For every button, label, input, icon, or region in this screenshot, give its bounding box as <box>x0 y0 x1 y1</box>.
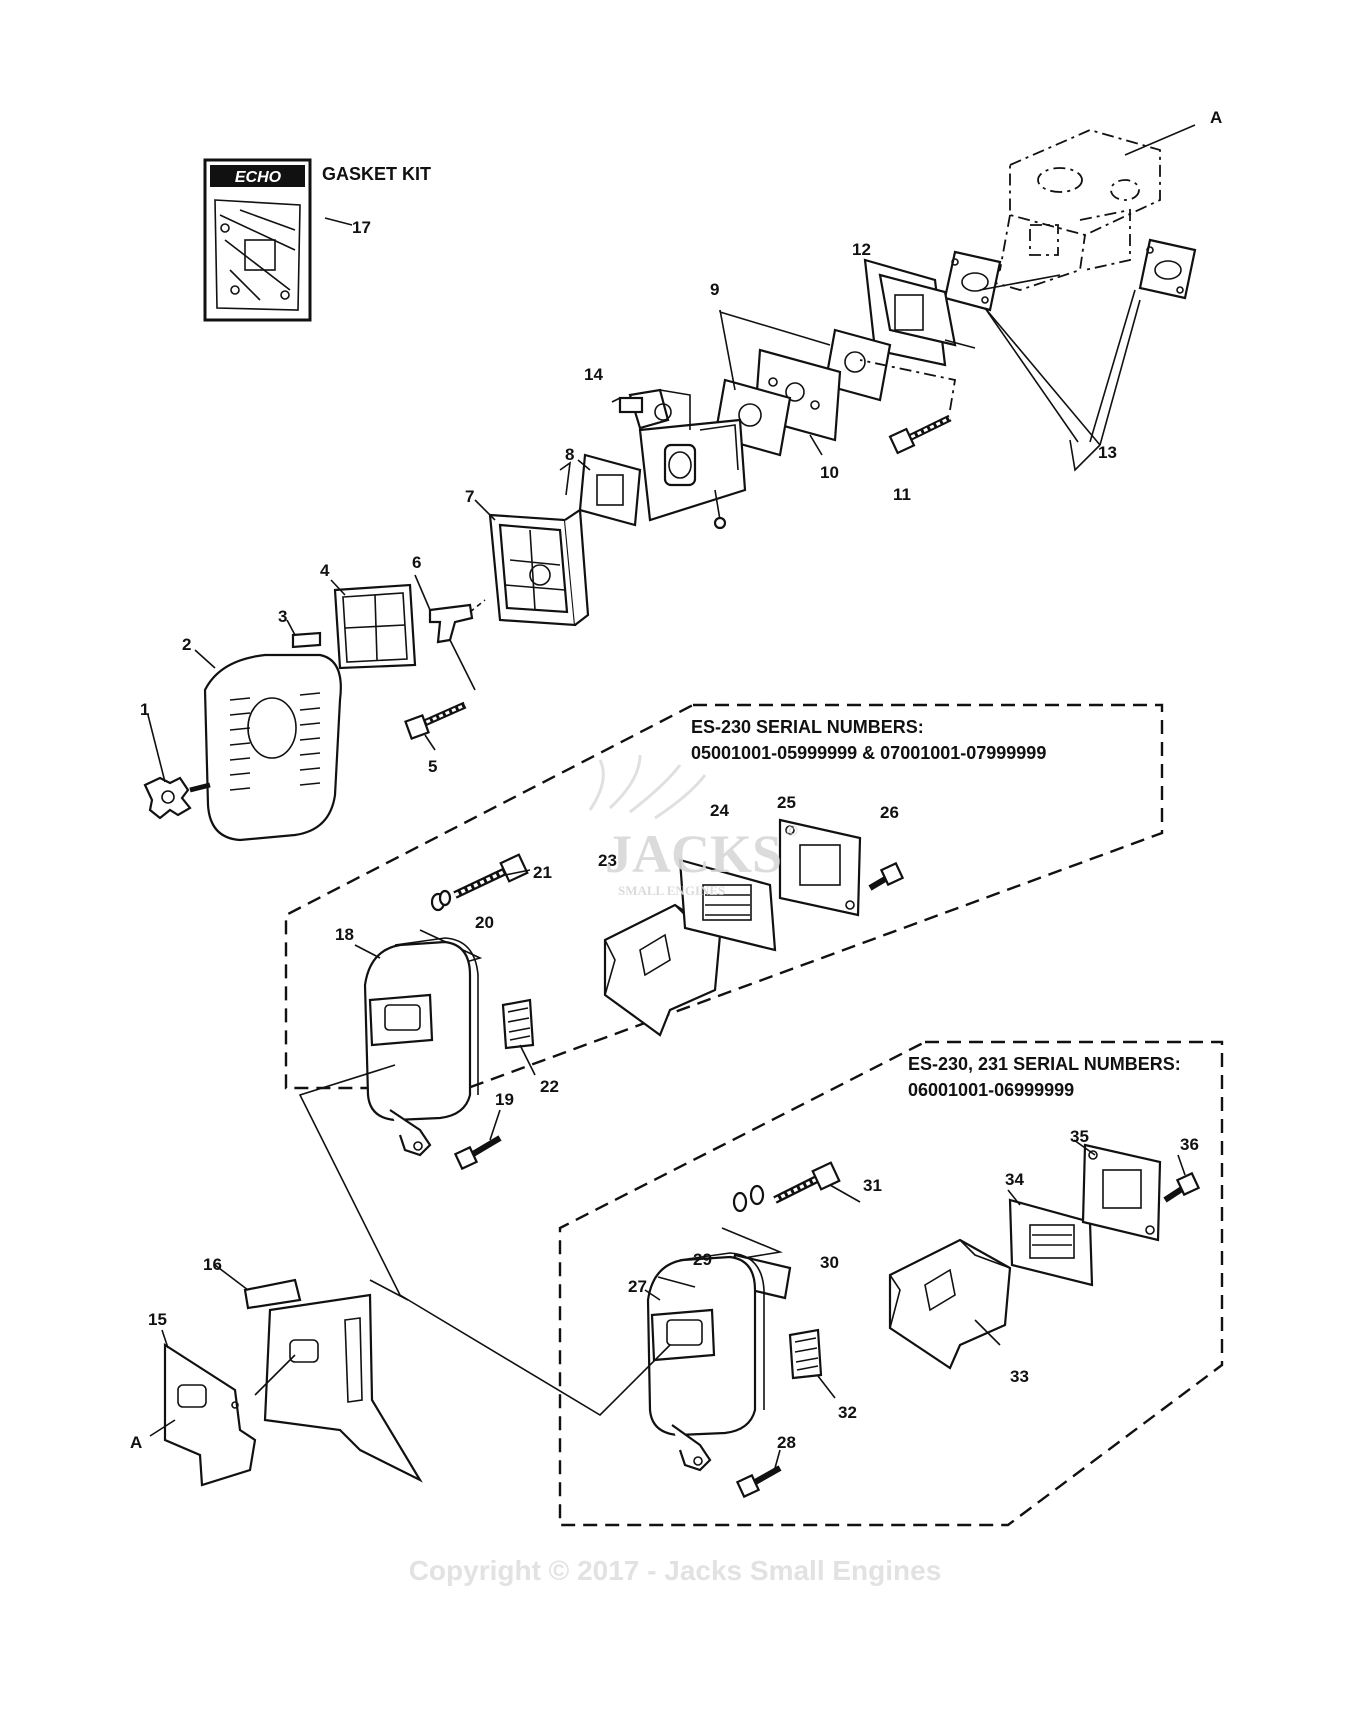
watermark-logo-text: JACKS <box>605 824 782 884</box>
callout-21: 21 <box>533 863 552 882</box>
callout-24: 24 <box>710 801 729 820</box>
es230-header-line1: ES-230 SERIAL NUMBERS: <box>691 717 924 737</box>
watermark-logo-subtext: SMALL ENGINES <box>618 883 725 898</box>
bolt-31 <box>773 1161 841 1204</box>
callout-a-bottom: A <box>130 1433 142 1452</box>
exhaust-gasket-24 <box>678 858 777 952</box>
callout-35: 35 <box>1070 1127 1089 1146</box>
callout-22: 22 <box>540 1077 559 1096</box>
callout-6: 6 <box>412 553 421 572</box>
callout-29: 29 <box>693 1250 712 1269</box>
es231-group-outline <box>558 1040 1224 1527</box>
retainer-6 <box>428 599 486 691</box>
jacks-watermark-logo: JACKS SMALL ENGINES © <box>588 754 798 898</box>
callout-14: 14 <box>584 365 603 384</box>
cylinder-gasket-13-right <box>1138 238 1197 300</box>
callout-15: 15 <box>148 1310 167 1329</box>
callout-10: 10 <box>820 463 839 482</box>
bolt-21 <box>453 853 529 899</box>
callout-25: 25 <box>777 793 796 812</box>
gasket-kit-title: GASKET KIT <box>322 164 431 184</box>
air-cleaner-base-7 <box>488 508 590 627</box>
es231-header-line2: 06001001-06999999 <box>908 1080 1074 1100</box>
carb-gasket-9-upper <box>823 328 892 402</box>
callout-32: 32 <box>838 1403 857 1422</box>
callout-31: 31 <box>863 1176 882 1195</box>
callout-16: 16 <box>203 1255 222 1274</box>
callout-26: 26 <box>880 803 899 822</box>
callout-a-top: A <box>1210 108 1222 127</box>
muffler-18 <box>363 937 479 1157</box>
callout-36: 36 <box>1180 1135 1199 1154</box>
echo-logo: ECHO <box>235 169 282 186</box>
carburetor-14 <box>618 388 747 530</box>
callout-18: 18 <box>335 925 354 944</box>
heat-shield-23 <box>603 903 722 1037</box>
callout-33: 33 <box>1010 1367 1029 1386</box>
bolt-5 <box>404 701 467 740</box>
callout-labels: A 17 12 9 14 13 8 10 11 7 6 4 3 2 1 5 ES… <box>130 108 1222 1452</box>
insulator-12 <box>863 258 976 367</box>
bolt-11 <box>859 359 957 455</box>
callout-19: 19 <box>495 1090 514 1109</box>
callout-1: 1 <box>140 700 149 719</box>
callout-12: 12 <box>852 240 871 259</box>
spark-screen-22 <box>501 998 535 1050</box>
callout-2: 2 <box>182 635 191 654</box>
bolt-26 <box>868 861 905 891</box>
muffler-27 <box>646 1252 765 1472</box>
svg-text:©: © <box>786 823 798 840</box>
es230-group-outline <box>284 703 1164 1090</box>
air-cleaner-gasket-8 <box>559 453 642 527</box>
callout-13: 13 <box>1098 443 1117 462</box>
bolt-19 <box>453 1135 502 1171</box>
callout-4: 4 <box>320 561 330 580</box>
air-filter-element-4 <box>333 583 417 670</box>
shield-plate-16 <box>243 1278 423 1483</box>
washers-30 <box>719 1184 783 1263</box>
exhaust-gasket-34 <box>1008 1198 1094 1287</box>
spark-screen-32 <box>788 1328 823 1380</box>
callout-11: 11 <box>893 485 911 504</box>
label-3 <box>291 631 322 649</box>
callout-28: 28 <box>777 1433 796 1452</box>
callout-30: 30 <box>820 1253 839 1272</box>
bolt-28 <box>735 1465 782 1499</box>
callout-5: 5 <box>428 757 437 776</box>
leader-lines <box>147 124 1196 1469</box>
callout-9: 9 <box>710 280 719 299</box>
es231-header-line1: ES-230, 231 SERIAL NUMBERS: <box>908 1054 1181 1074</box>
exhaust-gasket-35 <box>1081 1143 1162 1242</box>
callout-17: 17 <box>352 218 371 237</box>
callout-34: 34 <box>1005 1170 1024 1189</box>
callout-7: 7 <box>465 487 474 506</box>
gasket-kit-17: ECHO <box>203 158 312 322</box>
callout-20: 20 <box>475 913 494 932</box>
air-cleaner-cover-2 <box>203 653 342 842</box>
exhaust-gasket-25 <box>778 818 862 917</box>
heat-shield-33 <box>888 1238 1012 1370</box>
es230-header-line2: 05001001-05999999 & 07001001-07999999 <box>691 743 1046 763</box>
callout-3: 3 <box>278 607 287 626</box>
callout-27: 27 <box>628 1277 647 1296</box>
copyright-watermark: Copyright © 2017 - Jacks Small Engines <box>409 1555 942 1586</box>
callout-8: 8 <box>565 445 574 464</box>
exhaust-plate-15 <box>163 1342 257 1487</box>
bolt-36 <box>1163 1171 1201 1203</box>
cylinder-gasket-13-left <box>943 250 1002 312</box>
knob-1 <box>143 776 211 820</box>
callout-23: 23 <box>598 851 617 870</box>
